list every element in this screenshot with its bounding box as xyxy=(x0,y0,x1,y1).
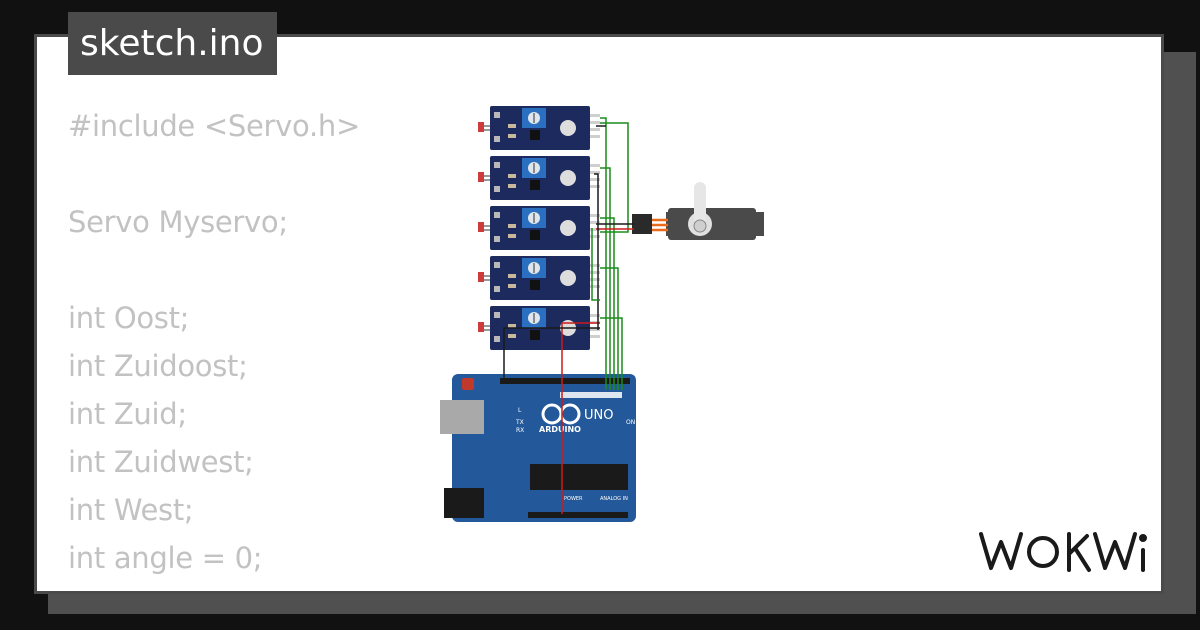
light-sensor xyxy=(478,156,600,200)
light-sensor xyxy=(478,206,600,250)
light-sensor xyxy=(478,256,600,300)
rx-label: RX xyxy=(516,427,524,434)
code-preview: #include <Servo.h> Servo Myservo; int Oo… xyxy=(68,104,360,584)
light-sensor xyxy=(478,106,600,150)
file-title: sketch.ino xyxy=(68,12,278,75)
arduino-uno-board: ARDUINO UNO TX RX L ON POWER ANALOG IN xyxy=(440,374,636,522)
tx-label: TX xyxy=(515,419,524,426)
code-line: int Zuid; xyxy=(68,397,187,431)
uno-label: UNO xyxy=(584,408,613,423)
code-line: int Zuidwest; xyxy=(68,445,254,479)
analog-label: ANALOG IN xyxy=(600,496,628,502)
code-line: #include <Servo.h> xyxy=(68,109,360,143)
wokwi-logo xyxy=(979,532,1147,572)
code-line xyxy=(68,248,360,296)
on-label: ON xyxy=(626,419,635,426)
code-line: int Oost; xyxy=(68,301,190,335)
circuit-diagram: ARDUINO UNO TX RX L ON POWER ANALOG IN xyxy=(440,106,764,522)
arduino-label: ARDUINO xyxy=(539,425,581,434)
code-line: int angle = 0; xyxy=(68,541,263,575)
code-line xyxy=(68,152,360,200)
servo-motor xyxy=(632,182,764,240)
code-line: int Zuidoost; xyxy=(68,349,248,383)
code-line: int West; xyxy=(68,493,194,527)
l-label: L xyxy=(518,407,522,414)
wires xyxy=(503,117,634,514)
power-label: POWER xyxy=(564,496,583,502)
code-line: Servo Myservo; xyxy=(68,205,288,239)
